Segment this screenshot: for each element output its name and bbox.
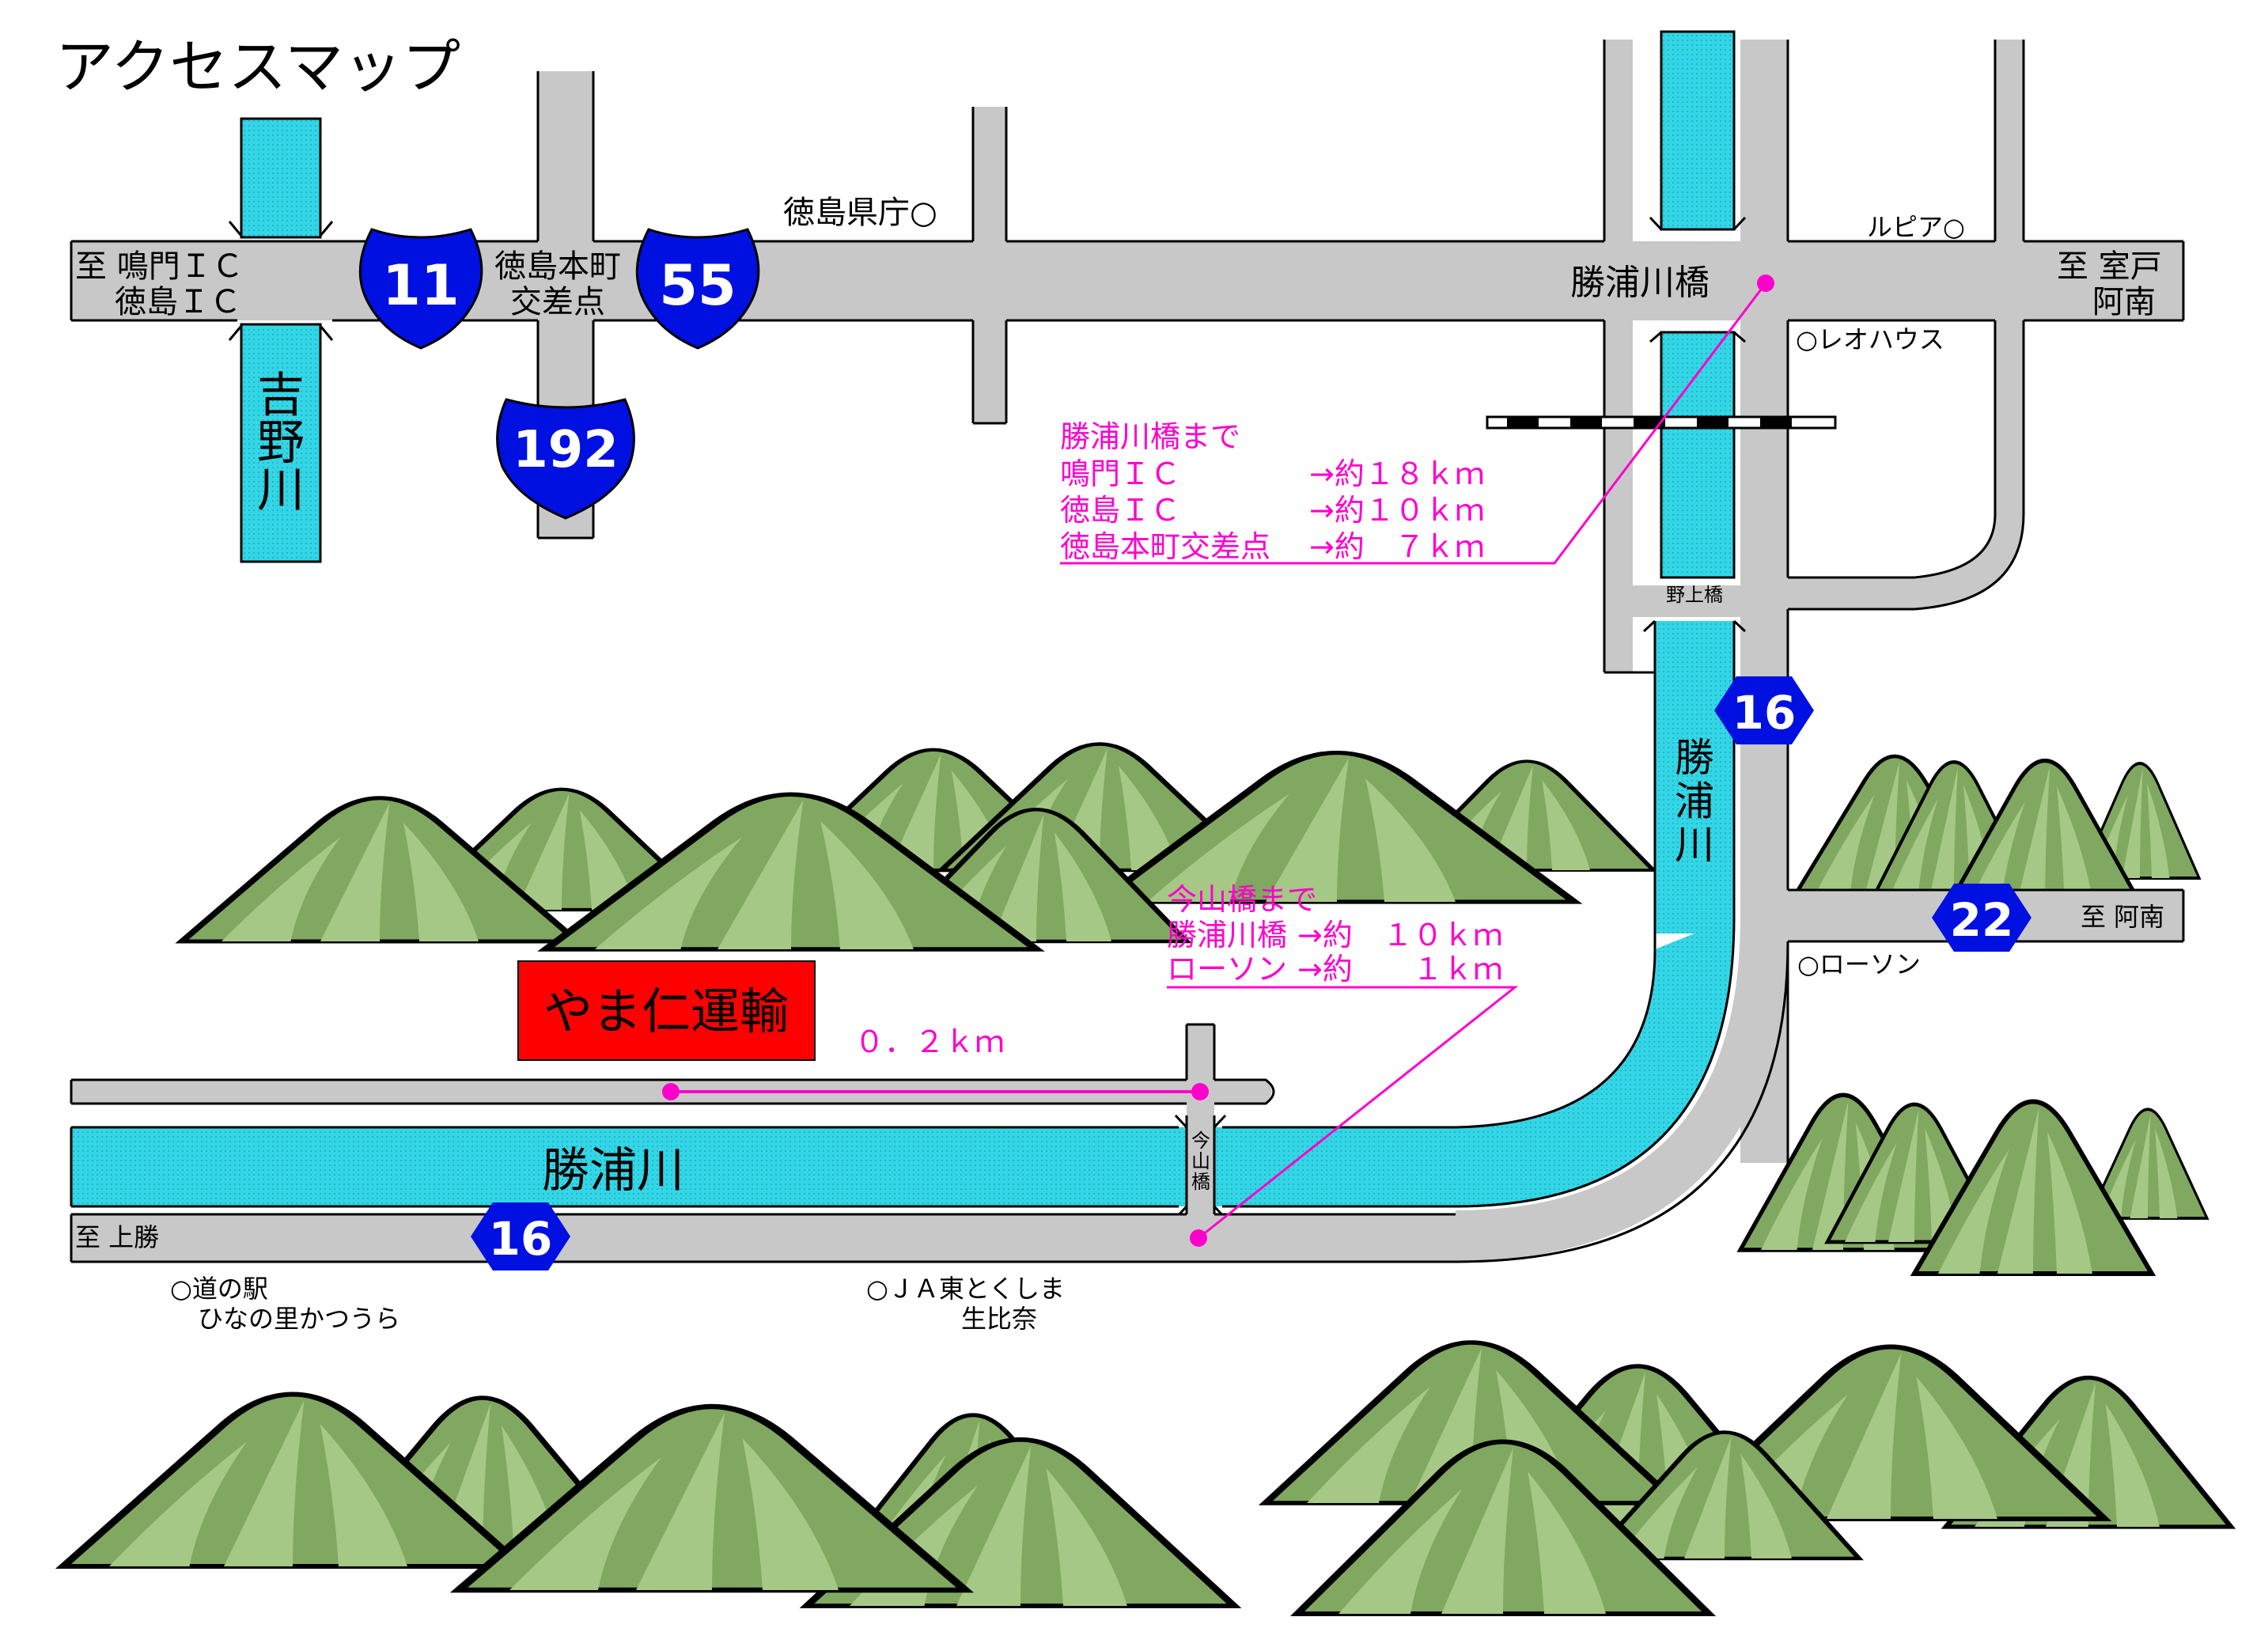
label-imayama-2: 山 — [1191, 1150, 1210, 1172]
route-192-shield: 192 — [496, 398, 635, 520]
label-to-naruto: 至 鳴門ＩＣ — [75, 248, 244, 285]
label-to-anan: 至 阿南 — [2081, 902, 2164, 932]
label-nogami-bridge: 野上橋 — [1666, 584, 1723, 606]
label-ja-1: ○ＪＡ東とくしま — [866, 1274, 1065, 1304]
company-name: やま仁運輸 — [543, 983, 789, 1040]
annotation-short-distance-label: ０．２ｋｍ — [854, 1024, 1005, 1059]
imayama-bridge-point — [1191, 1083, 1209, 1100]
label-katsuura-bridge: 勝浦川橋 — [1570, 263, 1710, 303]
annotation-row-1-dist: →約１８ｋｍ — [1309, 456, 1485, 491]
road-network-bottom — [70, 1023, 1456, 1263]
annotation-imayama-row-2-place: ローソン — [1167, 952, 1287, 986]
label-anan-top: 阿南 — [2092, 284, 2156, 320]
annotation-row-3-place: 徳島本町交差点 — [1060, 529, 1270, 564]
katsuura-bridge-point — [1757, 275, 1774, 292]
annotation-katsuura-bridge: 勝浦川橋まで 鳴門ＩＣ →約１８ｋｍ 徳島ＩＣ →約１０ｋｍ 徳島本町交差点 →… — [1060, 275, 1774, 565]
route-55-label: 55 — [659, 253, 736, 318]
yoshino-river-char-1: 吉 — [257, 368, 305, 423]
annotation-imayama-heading: 今山橋まで — [1167, 882, 1317, 917]
annotation-row-1-place: 鳴門ＩＣ — [1060, 456, 1180, 491]
annotation-imayama-row-2-dist: →約 １ｋｍ — [1297, 952, 1503, 986]
label-michinoeki-2: ひなの里かつうら — [198, 1304, 400, 1334]
route-16-upper-shield: 16 — [1714, 676, 1814, 744]
annotation-row-3-dist: →約 ７ｋｍ — [1309, 529, 1485, 564]
annotation-imayama-row-1-place: 勝浦川橋 — [1167, 918, 1287, 952]
route-11-shield: 11 — [358, 228, 483, 350]
annotation-heading: 勝浦川橋まで — [1060, 419, 1240, 454]
label-honmachi-1: 徳島本町 — [494, 248, 621, 285]
label-lawson: ○ローソン — [1797, 949, 1921, 979]
katsuura-river-vertical-char-1: 勝 — [1675, 735, 1714, 781]
annotation-imayama: 今山橋まで 勝浦川橋 →約 １０ｋｍ ローソン →約 １ｋｍ — [1167, 882, 1519, 1247]
label-to-muroto: 至 室戸 — [2057, 248, 2162, 285]
label-imayama-1: 今 — [1191, 1130, 1210, 1152]
mountains-right — [1740, 756, 2209, 1274]
annotation-row-2-place: 徳島ＩＣ — [1060, 493, 1180, 528]
label-tokushima-ic: 徳島ＩＣ — [115, 284, 241, 320]
label-prefectural-office: 徳島県庁○ — [783, 195, 937, 231]
label-leohouse: ○レオハウス — [1796, 324, 1944, 354]
mountains-bottom — [63, 1342, 2231, 1614]
place-labels: 至 鳴門ＩＣ 徳島ＩＣ 徳島本町 交差点 徳島県庁○ ルピア○ 勝浦川橋 至 室… — [75, 195, 2164, 1334]
katsuura-river-lower — [70, 619, 1789, 1263]
katsuura-river-label: 勝浦川 — [542, 1143, 684, 1198]
route-22-shield: 22 — [1932, 884, 2031, 952]
route-16-upper-label: 16 — [1732, 686, 1797, 740]
label-imayama-3: 橋 — [1191, 1171, 1210, 1193]
route-192-label: 192 — [513, 421, 619, 479]
road-network-top — [70, 40, 2185, 1163]
label-rupia: ルピア○ — [1867, 212, 1965, 242]
route-16-lower-label: 16 — [489, 1212, 553, 1266]
route-11-label: 11 — [382, 253, 459, 318]
label-honmachi-2: 交差点 — [510, 284, 605, 320]
route-55-shield: 55 — [635, 228, 760, 350]
yoshino-river — [228, 117, 334, 563]
label-ja-2: 生比奈 — [961, 1304, 1037, 1334]
annotation-short-distance: ０．２ｋｍ — [662, 1024, 1209, 1100]
katsuura-river-vertical-char-2: 浦 — [1675, 778, 1714, 824]
label-to-kamikatsu: 至 上勝 — [75, 1222, 159, 1252]
katsuura-river-vertical-char-3: 川 — [1675, 822, 1714, 868]
yoshino-river-char-2: 野 — [257, 415, 305, 471]
annotation-imayama-row-1-dist: →約 １０ｋｍ — [1297, 918, 1503, 952]
map-title: アクセスマップ — [55, 33, 460, 101]
route-22-label: 22 — [1950, 893, 2014, 947]
company-marker: やま仁運輸 — [517, 960, 816, 1061]
route-16-lower-shield: 16 — [471, 1202, 570, 1270]
imayama-point — [1190, 1229, 1207, 1247]
annotation-row-2-dist: →約１０ｋｍ — [1309, 493, 1485, 528]
company-point — [662, 1083, 680, 1100]
yoshino-river-char-3: 川 — [257, 463, 305, 518]
label-michinoeki-1: ○道の駅 — [170, 1274, 268, 1304]
